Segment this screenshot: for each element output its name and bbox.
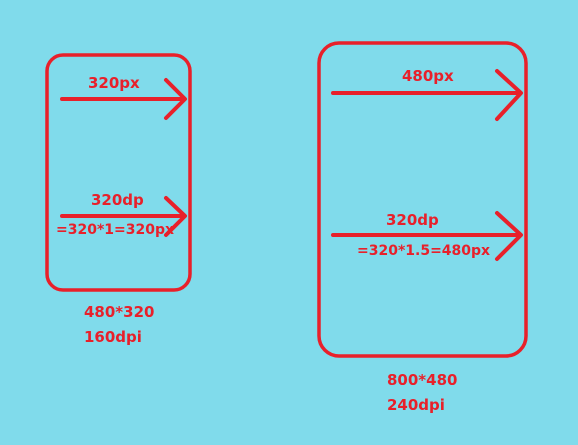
phone-small-outline [45,53,192,292]
phone-small-px-label: 320px [88,74,140,92]
phone-large-px-label: 480px [402,67,454,85]
phone-large-dp-arrow [331,211,523,261]
phone-large-outline [317,41,528,358]
phone-large-density: 240dpi [387,396,445,414]
phone-large-px-arrow [331,69,523,121]
phone-large-dp-label: 320dp [386,211,439,229]
phone-large-formula: =320*1.5=480px [357,243,491,259]
phone-small-formula: =320*1=320px [56,222,175,238]
phone-small-px-arrow [60,78,187,120]
phone-large-resolution: 800*480 [387,371,458,389]
phone-small-resolution: 480*320 [84,303,155,321]
phone-small-dp-arrow [60,196,187,237]
phone-small-dp-label: 320dp [91,191,144,209]
phone-small-density: 160dpi [84,328,142,346]
